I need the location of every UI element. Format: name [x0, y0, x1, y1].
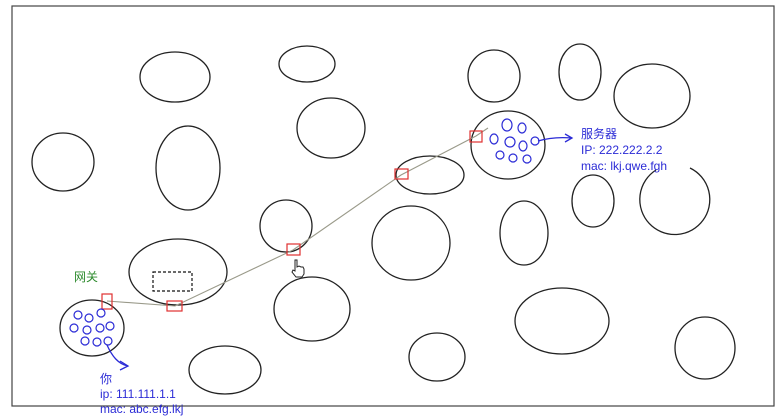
host-circle [522, 154, 532, 164]
server-arrow [537, 136, 573, 142]
network-ellipse [395, 155, 465, 195]
host-circle [495, 150, 505, 160]
hand-pointer-icon [291, 259, 305, 278]
host-circle [105, 321, 115, 331]
network-ellipse [273, 276, 351, 342]
host-circle [530, 136, 540, 146]
network-ellipse [613, 63, 691, 129]
host-circle [518, 140, 528, 152]
network-ellipse [259, 199, 313, 253]
hop-marker [394, 168, 409, 180]
host-circle [82, 325, 92, 335]
local-arrow [106, 344, 129, 367]
network-ellipse [278, 45, 336, 83]
host-circle [96, 308, 106, 318]
hop-marker [166, 300, 183, 312]
host-circle [517, 122, 527, 134]
hop-marker [469, 130, 483, 143]
network-ellipse [155, 125, 221, 211]
gateway-label: 网关 [74, 270, 98, 284]
network-ellipse [408, 332, 466, 382]
network-ellipse [139, 51, 211, 103]
local-mac-label: mac: abc.efg.lkj [100, 402, 183, 416]
network-ellipse [499, 200, 549, 266]
network-ellipse [371, 205, 451, 281]
server-ip-label: IP: 222.222.2.2 [581, 143, 663, 157]
local-name-label: 你 [100, 372, 112, 386]
network-ellipse [674, 316, 736, 380]
host-circle [103, 336, 113, 346]
route-line [106, 127, 489, 307]
server-arrow-head [564, 133, 574, 143]
hop-marker [101, 293, 113, 310]
hop-marker [286, 243, 301, 256]
server-mac-label: mac: lkj.qwe.fgh [581, 159, 667, 173]
frame [11, 5, 775, 407]
host-circle [92, 337, 102, 347]
host-circle [508, 153, 518, 163]
local-ip-label: ip: 111.111.1.1 [100, 387, 176, 401]
host-circle [501, 118, 513, 132]
local-network-ellipse [59, 299, 125, 357]
host-circle [73, 310, 83, 320]
server-name-label: 服务器 [581, 126, 617, 141]
network-ellipse [31, 132, 95, 192]
network-ellipse [558, 43, 602, 101]
network-ellipse [514, 287, 610, 355]
host-circle [489, 133, 499, 145]
network-ellipse [188, 345, 262, 395]
host-circle [504, 136, 516, 148]
host-circle [80, 336, 90, 346]
network-ellipse [296, 97, 366, 159]
network-ellipse [467, 49, 521, 103]
network-ellipse [470, 110, 546, 180]
selection-box [152, 271, 193, 292]
network-ellipse-open [639, 167, 711, 236]
host-circle [95, 323, 105, 333]
host-circle [69, 323, 79, 333]
local-arrow-head [119, 360, 130, 371]
network-ellipse [571, 174, 615, 228]
host-circle [84, 313, 94, 323]
